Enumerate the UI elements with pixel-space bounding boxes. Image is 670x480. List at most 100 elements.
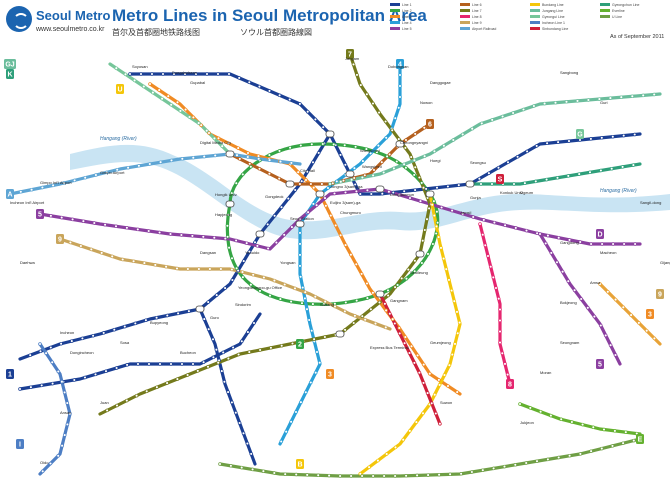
station-marker[interactable] xyxy=(230,278,235,282)
station-marker[interactable] xyxy=(392,166,396,171)
station-marker[interactable] xyxy=(305,169,310,174)
station-marker[interactable] xyxy=(599,168,603,173)
station-marker[interactable] xyxy=(317,360,322,365)
station-marker[interactable] xyxy=(256,157,261,161)
station-marker[interactable] xyxy=(255,244,260,248)
station-marker[interactable] xyxy=(18,387,22,391)
station-label[interactable]: Gongdeok xyxy=(265,194,283,199)
station-marker[interactable] xyxy=(360,474,364,478)
line-badge[interactable]: 1 xyxy=(6,369,14,379)
station-marker[interactable] xyxy=(212,235,217,240)
station-marker[interactable] xyxy=(176,311,180,316)
station-marker[interactable] xyxy=(206,365,210,369)
station-marker[interactable] xyxy=(277,149,282,153)
station-marker[interactable] xyxy=(59,215,64,220)
station-marker[interactable] xyxy=(178,109,183,113)
station-marker[interactable] xyxy=(194,72,198,76)
station-marker[interactable] xyxy=(226,390,230,394)
station-label[interactable]: Seongsu xyxy=(470,160,486,165)
station-marker[interactable] xyxy=(358,192,363,196)
station-marker[interactable] xyxy=(313,370,318,375)
station-marker[interactable] xyxy=(413,259,417,263)
station-marker[interactable] xyxy=(421,381,426,385)
station-marker[interactable] xyxy=(470,470,474,474)
station-label[interactable]: Bucheon xyxy=(180,350,196,355)
station-marker[interactable] xyxy=(428,371,432,376)
station-marker[interactable] xyxy=(632,132,637,137)
station-marker[interactable] xyxy=(230,267,234,272)
station-marker[interactable] xyxy=(223,236,228,241)
station-marker[interactable] xyxy=(293,188,297,192)
station-marker[interactable] xyxy=(380,160,384,164)
station-marker[interactable] xyxy=(600,136,604,140)
station-marker[interactable] xyxy=(199,123,203,127)
station-marker[interactable] xyxy=(498,318,502,323)
station-marker[interactable] xyxy=(580,422,585,427)
station-marker[interactable] xyxy=(413,165,418,170)
transfer-station-marker[interactable] xyxy=(425,190,435,198)
station-marker[interactable] xyxy=(523,181,527,185)
station-marker[interactable] xyxy=(125,226,129,230)
station-marker[interactable] xyxy=(403,146,408,150)
station-marker[interactable] xyxy=(165,381,169,385)
station-marker[interactable] xyxy=(544,177,549,182)
station-marker[interactable] xyxy=(298,242,302,246)
station-marker[interactable] xyxy=(631,163,636,167)
station-marker[interactable] xyxy=(304,178,308,182)
station-marker[interactable] xyxy=(437,472,441,477)
station-marker[interactable] xyxy=(283,472,287,476)
station-marker[interactable] xyxy=(62,390,67,395)
station-marker[interactable] xyxy=(430,203,434,207)
station-label[interactable]: Dongducheon xyxy=(172,70,197,75)
station-marker[interactable] xyxy=(359,272,364,276)
station-marker[interactable] xyxy=(353,182,357,187)
station-marker[interactable] xyxy=(278,297,283,301)
station-marker[interactable] xyxy=(383,119,388,124)
station-marker[interactable] xyxy=(385,154,389,159)
station-marker[interactable] xyxy=(395,283,400,287)
station-marker[interactable] xyxy=(384,308,388,313)
station-marker[interactable] xyxy=(371,291,375,295)
station-marker[interactable] xyxy=(115,167,119,172)
station-marker[interactable] xyxy=(214,347,219,352)
station-marker[interactable] xyxy=(388,311,392,316)
station-marker[interactable] xyxy=(579,297,583,301)
station-marker[interactable] xyxy=(487,171,491,175)
station-marker[interactable] xyxy=(358,472,363,476)
line-badge[interactable]: D xyxy=(596,229,604,239)
station-marker[interactable] xyxy=(613,429,617,433)
station-marker[interactable] xyxy=(279,439,283,444)
station-marker[interactable] xyxy=(555,260,559,265)
station-marker[interactable] xyxy=(391,190,396,195)
station-marker[interactable] xyxy=(401,437,405,442)
station-marker[interactable] xyxy=(498,307,502,312)
station-marker[interactable] xyxy=(575,99,580,103)
station-marker[interactable] xyxy=(457,320,462,325)
station-marker[interactable] xyxy=(415,353,420,358)
station-marker[interactable] xyxy=(534,179,538,184)
station-label[interactable]: Seongnam xyxy=(560,340,580,345)
line-badge[interactable]: 9 xyxy=(56,234,64,244)
station-marker[interactable] xyxy=(38,349,43,354)
station-marker[interactable] xyxy=(299,143,303,148)
station-marker[interactable] xyxy=(397,137,401,141)
station-marker[interactable] xyxy=(157,230,162,235)
transfer-station-marker[interactable] xyxy=(225,150,235,158)
station-marker[interactable] xyxy=(68,240,73,245)
station-marker[interactable] xyxy=(365,296,370,300)
station-label[interactable]: Macheon xyxy=(600,250,616,255)
station-marker[interactable] xyxy=(186,267,190,271)
station-marker[interactable] xyxy=(393,321,397,326)
station-marker[interactable] xyxy=(621,133,626,138)
station-marker[interactable] xyxy=(324,204,328,208)
station-marker[interactable] xyxy=(352,176,356,180)
station-marker[interactable] xyxy=(566,174,571,178)
station-marker[interactable] xyxy=(51,183,55,188)
station-marker[interactable] xyxy=(396,106,401,110)
station-label[interactable]: Konkuk Univ. xyxy=(500,190,523,195)
station-marker[interactable] xyxy=(218,462,222,466)
station-label[interactable]: Gunja xyxy=(470,195,481,200)
station-marker[interactable] xyxy=(93,372,98,377)
station-marker[interactable] xyxy=(577,172,581,176)
station-marker[interactable] xyxy=(432,199,436,203)
